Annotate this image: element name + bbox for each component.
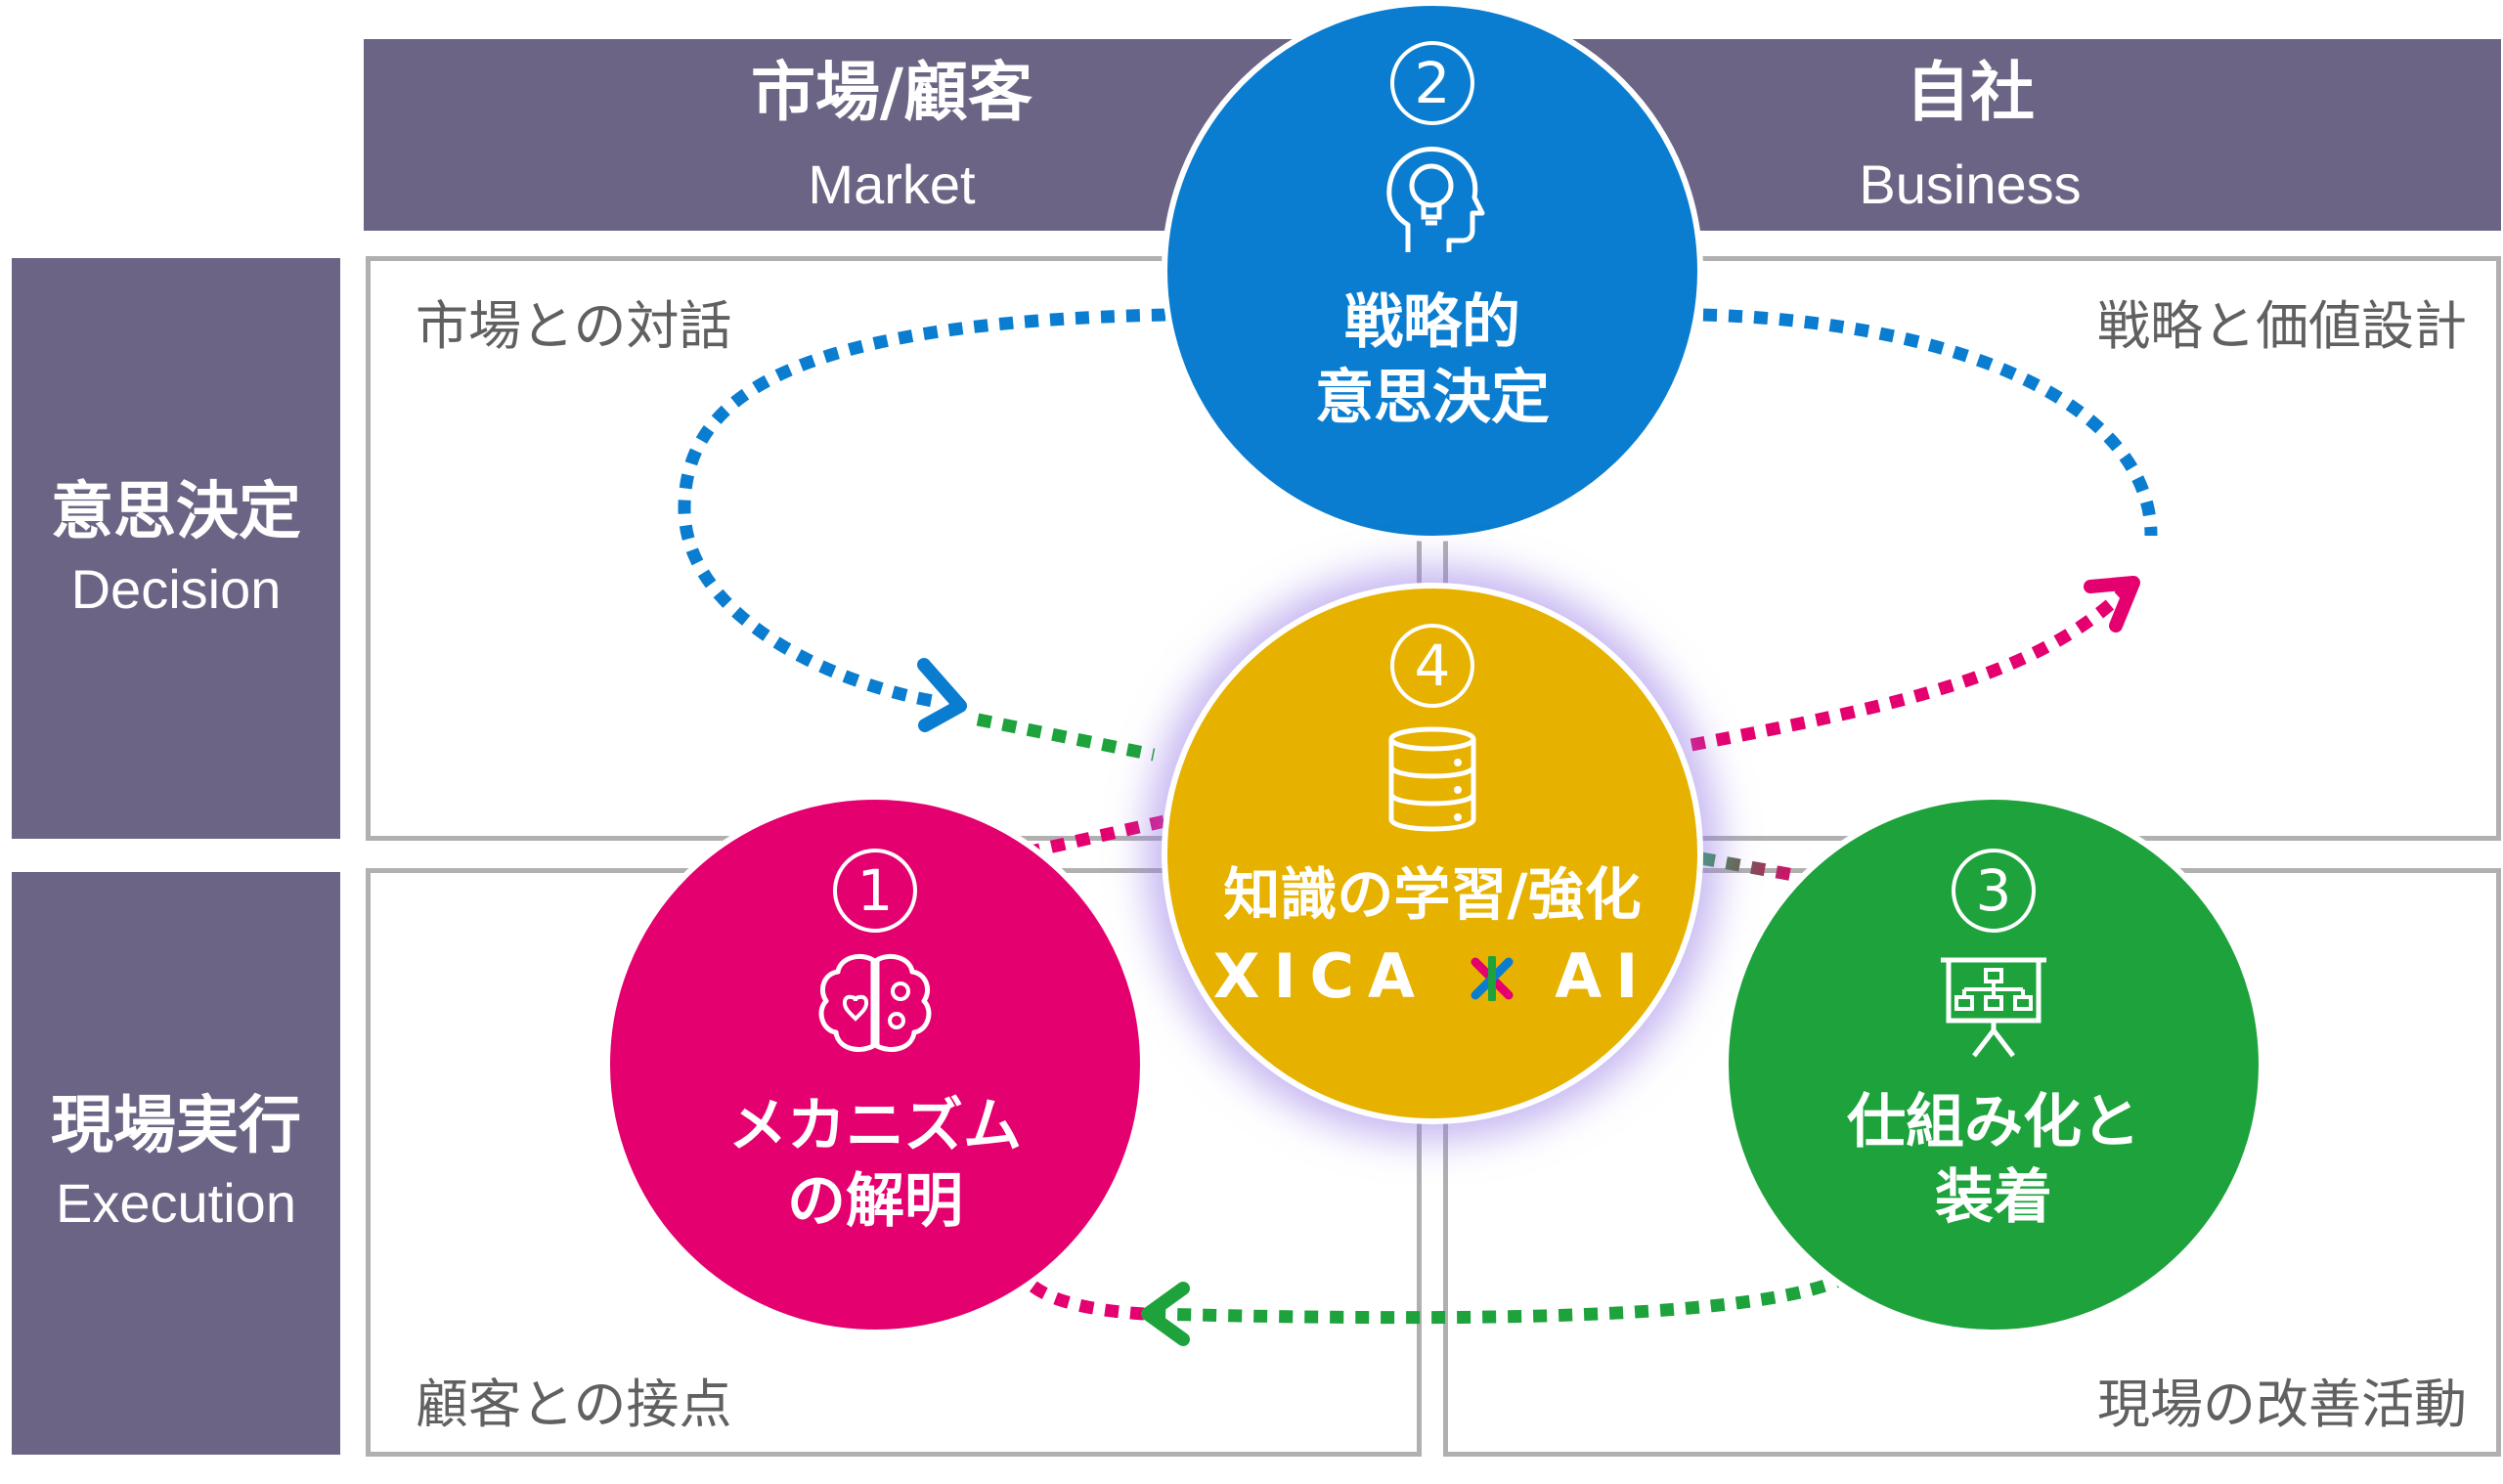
circle-3-line2: 装着 <box>1935 1162 2052 1232</box>
xica-star-icon <box>1471 954 1514 1004</box>
circle-2-line2: 意思決定 <box>1315 363 1550 432</box>
column-header-business: 自社 Business <box>1439 61 2501 216</box>
column-header-market: 市場/顧客 Market <box>364 61 1420 216</box>
quadrant-bottom-right-label: 現場の改善活動 <box>2097 1374 2467 1435</box>
circle-number-2: 2 <box>1390 41 1474 125</box>
quadrant-bottom-left-label: 顧客との接点 <box>416 1374 732 1435</box>
circle-number-1: 1 <box>833 849 917 933</box>
row-header-decision: 意思決定 Decision <box>12 258 340 839</box>
circle-number-3: 3 <box>1952 849 2036 933</box>
circle-1-line1: メカニズム <box>728 1092 1022 1160</box>
circle-1-line2: の解明 <box>787 1166 963 1236</box>
circle-1-title: メカニズム の解明 <box>610 1089 1140 1240</box>
row-decision-title: 意思決定 <box>51 476 301 548</box>
arrow-green-right <box>1699 851 1801 883</box>
arrowhead-pink <box>2084 576 2140 633</box>
arrow-pink-left <box>1025 812 1175 859</box>
circle-strategic-decision: 2 戦略的 意思決定 <box>1162 0 1703 542</box>
quadrant-top-right-label: 戦略と価値設計 <box>2097 295 2467 357</box>
column-market-title: 市場/顧客 <box>750 55 1033 130</box>
circle-2-line1: 戦略的 <box>1344 288 1520 357</box>
arrow-pink-bottom <box>1022 1276 1145 1321</box>
logo-xica-text: XICA <box>1212 940 1429 1013</box>
xica-ai-logo: XICA AI <box>1167 940 1697 1012</box>
circle-4-title: 知識の学習/強化 <box>1223 861 1642 928</box>
row-execution-subtitle: Execution <box>56 1172 296 1234</box>
head-lightbulb-icon <box>1386 147 1485 252</box>
brain-gears-icon <box>818 954 932 1052</box>
database-icon <box>1388 726 1476 832</box>
circle-systemization: 3 仕組み化と 装着 <box>1723 794 2264 1335</box>
column-business-title: 自社 <box>1906 55 2035 130</box>
logo-ai-text: AI <box>1555 940 1652 1013</box>
arrow-pink-up <box>1690 580 2136 752</box>
row-decision-subtitle: Decision <box>70 558 282 620</box>
column-market-subtitle: Market <box>808 153 976 215</box>
circle-number-4: 4 <box>1390 624 1474 708</box>
circle-3-line1: 仕組み化と <box>1847 1088 2140 1157</box>
arrow-green-left <box>976 713 1156 762</box>
arrow-blue-left <box>678 308 1166 709</box>
circle-2-title: 戦略的 意思決定 <box>1167 285 1697 436</box>
circle-3-title: 仕組み化と 装着 <box>1729 1085 2259 1236</box>
row-decision-labels: 意思決定 Decision <box>12 481 340 621</box>
quadrant-top-left-label: 市場との対話 <box>416 295 732 357</box>
row-header-execution: 現場実行 Execution <box>12 872 340 1455</box>
presentation-board-icon <box>1941 957 2046 1058</box>
arrow-green-bottom <box>1153 1271 1851 1325</box>
circle-mechanism: 1 メカニズム の解明 <box>604 794 1146 1335</box>
row-execution-labels: 現場実行 Execution <box>12 1095 340 1235</box>
arrow-blue-right <box>1702 308 2158 537</box>
arrowhead-blue <box>917 658 967 732</box>
arrowhead-green <box>1141 1282 1190 1346</box>
row-execution-title: 現場実行 <box>51 1090 301 1162</box>
circle-knowledge: 4 知識の学習/強化 XICA AI <box>1162 583 1703 1124</box>
column-business-subtitle: Business <box>1859 153 2082 215</box>
